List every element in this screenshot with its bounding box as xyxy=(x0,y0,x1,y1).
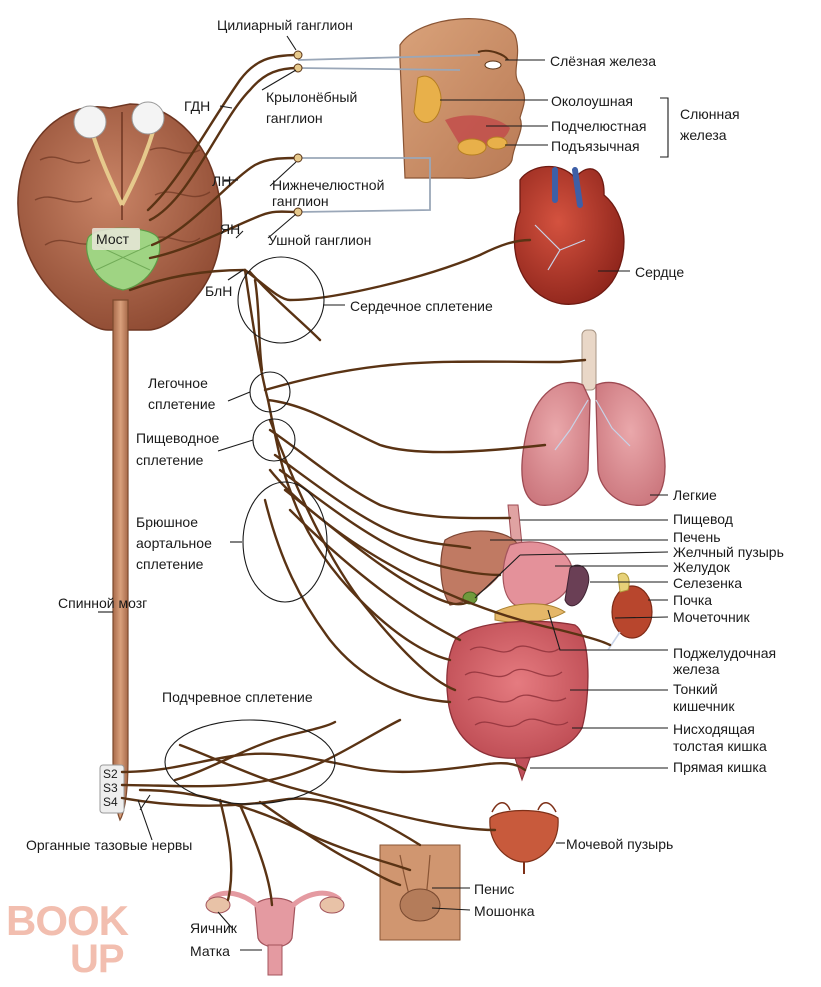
label-pulmonary-2: сплетение xyxy=(148,396,216,412)
label-lacrimal-gland: Слёзная железа xyxy=(550,53,656,69)
label-stomach: Желудок xyxy=(673,559,731,575)
logo-text-bottom: UP xyxy=(70,937,124,981)
label-uterus: Матка xyxy=(190,943,230,959)
label-pancreas-2: железа xyxy=(673,661,720,677)
label-s3: S3 xyxy=(103,781,118,795)
label-rectum: Прямая кишка xyxy=(673,759,767,775)
logo-text-top: BOOK xyxy=(6,897,129,944)
hypogastric-plexus-circle xyxy=(164,719,336,805)
label-abdominal-3: сплетение xyxy=(136,556,204,572)
label-esophageal-2: сплетение xyxy=(136,452,204,468)
spinal-cord xyxy=(112,299,129,822)
label-esophageal-1: Пищеводное xyxy=(136,430,219,446)
sublingual-gland xyxy=(486,136,508,150)
lungs xyxy=(521,329,666,506)
label-pons: Мост xyxy=(96,231,130,247)
label-parotid: Околоушная xyxy=(551,93,633,109)
label-yan: ЯН xyxy=(220,221,240,237)
label-spinal-cord: Спинной мозг xyxy=(58,595,147,611)
submandibular-gland xyxy=(457,138,487,156)
head-profile xyxy=(399,18,526,179)
label-cardiac-plexus: Сердечное сплетение xyxy=(350,298,493,314)
label-descending-colon-1: Нисходящая xyxy=(673,721,755,737)
label-scrotum: Мошонка xyxy=(474,903,535,919)
heart xyxy=(513,165,625,305)
vagus-nerve-branches xyxy=(243,238,612,704)
label-salivary-2: железа xyxy=(680,127,727,143)
male-organs xyxy=(379,844,461,941)
labels: Цилиарный ганглион ГДН Крылонёбный гангл… xyxy=(26,17,784,959)
label-lungs: Легкие xyxy=(673,487,717,503)
label-pulmonary-1: Легочное xyxy=(148,375,208,391)
label-bladder: Мочевой пузырь xyxy=(566,836,673,852)
label-abdominal-2: аортальное xyxy=(136,535,212,551)
label-kidney: Почка xyxy=(673,592,712,608)
cranial-nerves xyxy=(128,53,300,292)
label-s2: S2 xyxy=(103,767,118,781)
right-eyeball xyxy=(131,101,165,135)
urinary-bladder xyxy=(489,802,559,874)
label-ciliary-ganglion: Цилиарный ганглион xyxy=(217,17,353,33)
label-salivary-1: Слюнная xyxy=(680,106,740,122)
pelvic-nerves xyxy=(120,718,527,907)
label-hypogastric-plexus: Подчревное сплетение xyxy=(162,689,313,705)
label-gdn: ГДН xyxy=(184,98,210,114)
label-sublingual: Подъязычная xyxy=(551,138,640,154)
female-organs xyxy=(205,890,345,976)
label-abdominal-1: Брюшное xyxy=(136,514,198,530)
label-pterygopalatine-1: Крылонёбный xyxy=(266,89,357,105)
label-small-intestine-2: кишечник xyxy=(673,698,735,714)
label-liver: Печень xyxy=(673,529,721,545)
label-ovary: Яичник xyxy=(190,920,238,936)
label-pancreas-1: Поджелудочная xyxy=(673,645,776,661)
submandibular-ganglion xyxy=(293,153,303,163)
label-spleen: Селезенка xyxy=(673,575,742,591)
abdominal-organs xyxy=(440,504,653,782)
sacral-segments xyxy=(99,764,125,814)
cardiac-plexus-circle xyxy=(237,256,325,344)
label-s4: S4 xyxy=(103,795,118,809)
label-pelvic-nerves: Органные тазовые нервы xyxy=(26,837,192,853)
label-bln: БлН xyxy=(205,283,232,299)
ciliary-ganglion xyxy=(293,50,303,60)
label-submandibular: Подчелюстная xyxy=(551,118,647,134)
label-heart: Сердце xyxy=(635,264,684,280)
bookup-logo: BOOK UP xyxy=(6,897,130,981)
label-descending-colon-2: толстая кишка xyxy=(673,738,767,754)
label-ureter: Мочеточник xyxy=(673,609,750,625)
label-penis: Пенис xyxy=(474,881,514,897)
label-esophagus: Пищевод xyxy=(673,511,733,527)
label-small-intestine-1: Тонкий xyxy=(673,681,718,697)
label-ln: ЛН xyxy=(212,173,231,189)
label-otic-ganglion: Ушной ганглион xyxy=(268,232,371,248)
label-pterygopalatine-2: ганглион xyxy=(266,110,323,126)
abdominal-aortic-plexus-circle xyxy=(242,481,328,603)
left-eyeball xyxy=(73,105,107,139)
leader-lines xyxy=(98,35,669,951)
brain xyxy=(17,103,223,331)
label-mandibular-2: ганглион xyxy=(272,193,329,209)
label-gallbladder: Желчный пузырь xyxy=(673,544,784,560)
label-mandibular-1: Нижнечелюстной xyxy=(272,177,384,193)
parotid-gland xyxy=(413,75,442,123)
